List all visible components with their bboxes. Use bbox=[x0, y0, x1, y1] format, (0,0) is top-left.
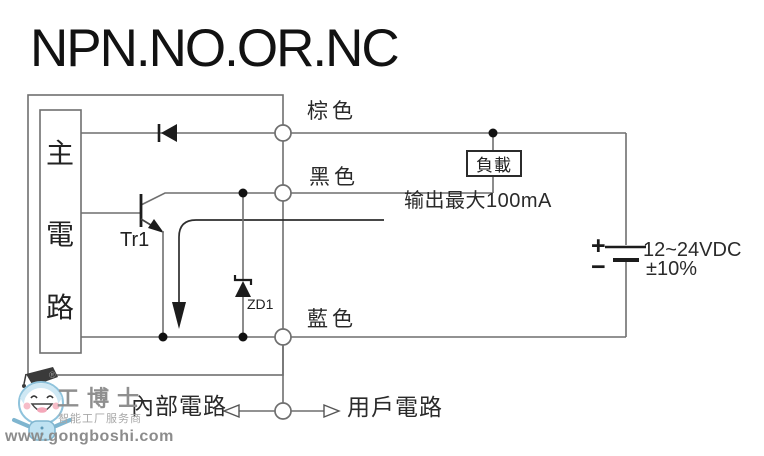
load-box: 負載 bbox=[466, 150, 522, 177]
terminal-circles bbox=[274, 124, 292, 346]
output-max-label: 输出最大100mA bbox=[404, 190, 552, 212]
watermark-tagline: 智能工厂服务商 bbox=[58, 413, 142, 425]
right-arrow-icon bbox=[323, 403, 341, 419]
zener-label: ZD1 bbox=[247, 296, 274, 312]
junction-dots bbox=[158, 128, 498, 342]
blue-wire-label: 藍色 bbox=[307, 308, 357, 331]
main-circuit-box bbox=[39, 109, 82, 354]
supply-tolerance-label: ±10% bbox=[646, 258, 698, 280]
transistor-icon bbox=[139, 194, 164, 337]
watermark-url: www.gongboshi.com bbox=[5, 428, 174, 445]
brown-wire-label: 棕色 bbox=[307, 100, 357, 123]
internal-circuit-label: 內部電路 bbox=[131, 393, 227, 419]
transistor-label: Tr1 bbox=[120, 229, 150, 251]
main-circuit-char-3: 路 bbox=[46, 292, 75, 323]
circuit-boundary-marker bbox=[222, 345, 341, 420]
watermark-brand: 工博士 bbox=[57, 386, 148, 412]
left-arrow-icon bbox=[222, 403, 240, 419]
sensor-outline-box bbox=[27, 94, 284, 376]
user-circuit-label: 用戶電路 bbox=[347, 394, 443, 420]
load-label: 負載 bbox=[476, 156, 512, 175]
diagram-title: NPN.NO.OR.NC bbox=[30, 19, 400, 78]
supply-minus-sign: − bbox=[591, 253, 606, 281]
supply-plus-sign: + bbox=[591, 232, 606, 260]
mascot-icon bbox=[12, 367, 72, 441]
supply-voltage-label: 12~24VDC bbox=[643, 239, 742, 261]
current-flow-arrow bbox=[172, 219, 384, 329]
black-wire-label: 黑色 bbox=[309, 166, 359, 189]
battery-icon bbox=[605, 245, 646, 262]
diode-icon bbox=[157, 124, 177, 142]
registered-mark: ® bbox=[49, 370, 56, 380]
zener-diode-icon bbox=[233, 193, 253, 337]
main-circuit-char-1: 主 bbox=[46, 138, 75, 169]
main-circuit-char-2: 電 bbox=[46, 219, 75, 250]
